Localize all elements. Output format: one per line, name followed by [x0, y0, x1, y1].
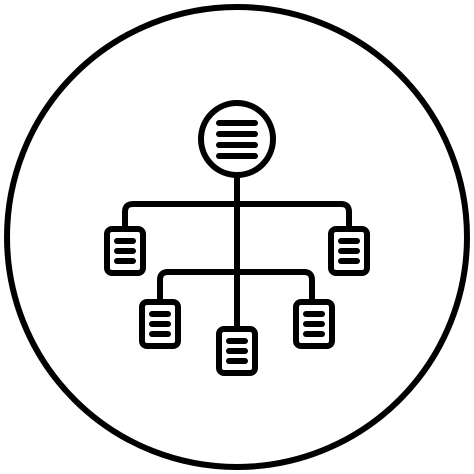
right-document-node: [328, 226, 370, 276]
bottom-right-document-node: [293, 299, 335, 349]
root-node-circle: [198, 100, 276, 178]
bottom-left-document-node: [139, 299, 181, 349]
outer-circle: [4, 4, 470, 470]
bottom-center-document-node: [216, 326, 258, 376]
connector-lines: [122, 171, 352, 332]
left-document-node: [104, 226, 146, 276]
